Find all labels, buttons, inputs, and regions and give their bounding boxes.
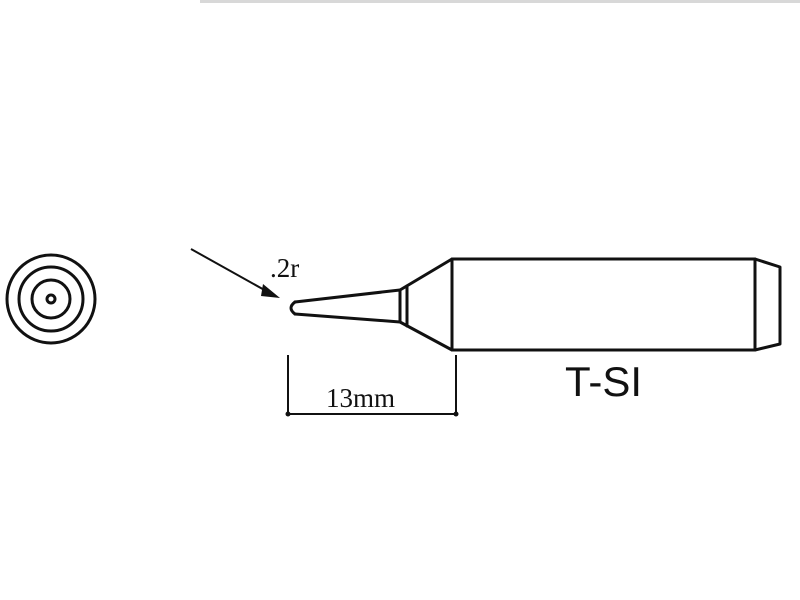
end-view-outer-ring: [5, 253, 97, 345]
tip-side-view: [289, 257, 782, 352]
top-crop-strip: [200, 0, 800, 3]
end-view-center-point: [45, 293, 57, 305]
callout-leader-line: [190, 248, 269, 293]
model-label: T-SI: [565, 358, 642, 405]
end-view-inner-ring: [30, 278, 72, 320]
tip-end-view: [5, 253, 97, 345]
dimension-left-dot: [285, 411, 291, 417]
length-label: 13mm: [326, 383, 395, 413]
radius-label: .2r: [270, 253, 299, 283]
tip-rounded-point: [289, 300, 297, 316]
tip-body-outline: [293, 257, 782, 352]
callout-arrowhead: [261, 284, 280, 298]
dimension-right-dot: [453, 411, 459, 417]
end-view-middle-ring: [17, 265, 85, 333]
length-dimension: 13mm: [285, 355, 459, 417]
radius-callout: .2r: [190, 248, 299, 298]
